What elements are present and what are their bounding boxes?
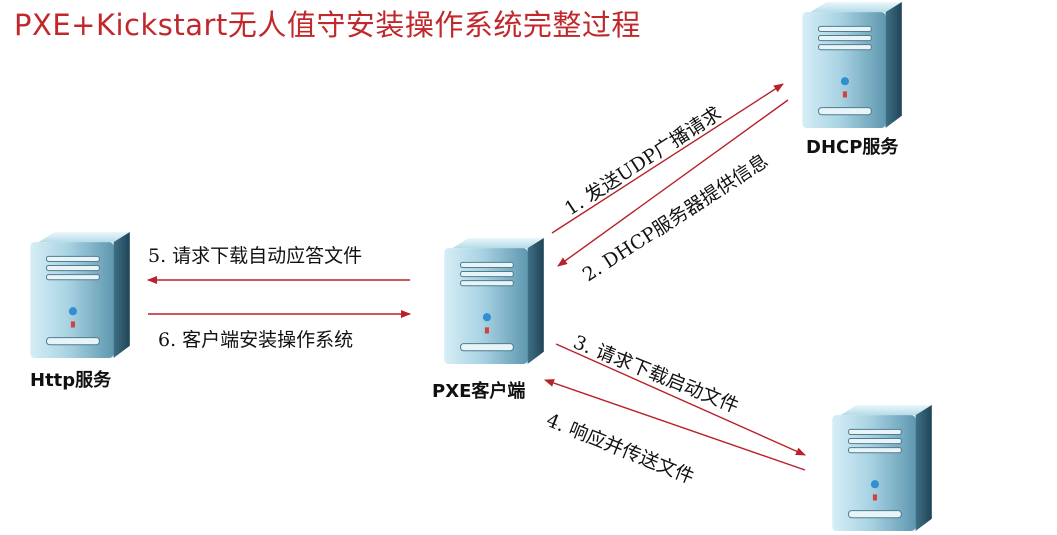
dhcp-server-label: DHCP服务 <box>806 137 899 158</box>
step-4-label: 4. 响应并传送文件 <box>543 409 697 488</box>
arrow-step-4 <box>544 379 806 471</box>
step-6-label: 6. 客户端安装操作系统 <box>158 329 353 351</box>
pxe-client-label: PXE客户端 <box>432 381 526 402</box>
step-3-label: 3. 请求下载启动文件 <box>570 331 742 417</box>
arrow-step-3 <box>555 343 806 456</box>
arrow-step-1 <box>551 83 784 234</box>
flow-arrows: 1. 发送UDP广播请求 2. DHCP服务器提供信息 5. 请求下载自动应答文… <box>147 83 806 489</box>
arrow-step-2 <box>557 99 789 267</box>
diagram-title: PXE+Kickstart无人值守安装操作系统完整过程 <box>14 8 641 42</box>
http-server-label: Http服务 <box>30 370 112 391</box>
step-5-label: 5. 请求下载自动应答文件 <box>148 245 362 267</box>
